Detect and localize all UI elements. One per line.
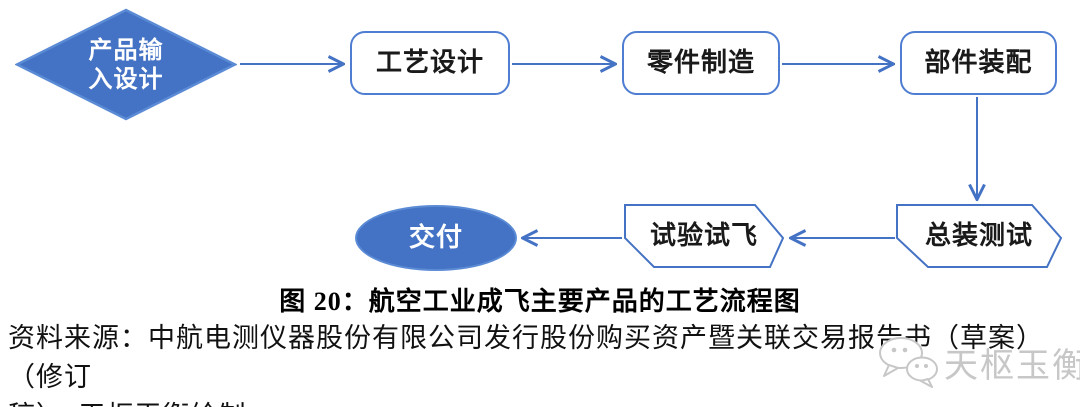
- wechat-icon: [879, 337, 938, 388]
- node-label: 试验试飞: [649, 221, 758, 251]
- source-line-2: 稿），天枢玉衡绘制。: [8, 397, 1072, 407]
- node-label: 部件装配: [924, 48, 1033, 78]
- node-label: 工艺设计: [375, 48, 484, 78]
- watermark-text: 天枢玉衡: [944, 347, 1080, 385]
- flowchart-connectors: [240, 0, 1080, 280]
- watermark: 天枢玉衡: [876, 336, 1080, 388]
- source-note: 资料来源：中航电测仪器股份有限公司发行股份购买资产暨关联交易报告书（草案）（修订…: [8, 319, 1072, 407]
- figure-caption: 图 20：航空工业成飞主要产品的工艺流程图: [279, 287, 801, 316]
- node-label: 零件制造: [646, 48, 755, 78]
- node-label: 产品输 入设计: [88, 35, 164, 93]
- hexagon-shape: [896, 204, 1062, 268]
- node-label: 总装测试: [924, 221, 1033, 251]
- node-delivery: 交付: [355, 205, 517, 271]
- node-process-design: 工艺设计: [350, 31, 510, 95]
- diamond-shape: [15, 8, 237, 121]
- node-product-input-design: 产品输 入设计: [15, 8, 237, 121]
- node-test-flight: 试验试飞: [624, 204, 784, 268]
- node-component-assembly: 部件装配: [900, 31, 1057, 95]
- node-parts-manufacturing: 零件制造: [622, 31, 780, 95]
- node-final-assembly-test: 总装测试: [896, 204, 1062, 268]
- flowchart-canvas: 产品输 入设计 工艺设计 零件制造 部件装配 总装测试 试: [15, 0, 1080, 280]
- node-label: 交付: [408, 223, 463, 253]
- source-line-1: 资料来源：中航电测仪器股份有限公司发行股份购买资产暨关联交易报告书（草案）（修订: [8, 323, 1044, 392]
- hexagon-shape: [624, 204, 784, 268]
